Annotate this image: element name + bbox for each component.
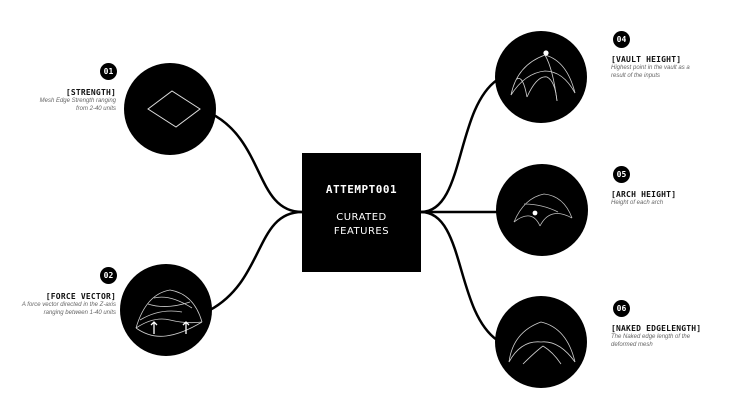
- feature-description: Highest point in the vault as a result o…: [611, 65, 690, 79]
- feature-title: [VAULT HEIGHT]: [611, 55, 682, 64]
- vault-height-thumbnail: [495, 31, 587, 123]
- center-box: ATTEMPT001 CURATED FEATURES: [302, 153, 421, 272]
- naked-edge-icon: [508, 321, 576, 365]
- force-vault-icon: [135, 289, 203, 337]
- feature-description: A force vector directed in the Z-axis ra…: [21, 302, 116, 316]
- feature-title: [STRENGTH]: [65, 88, 116, 97]
- arch-height-thumbnail: [496, 164, 588, 256]
- feature-description: Height of each arch: [611, 200, 664, 206]
- strength-thumbnail: [124, 63, 216, 155]
- feature-number-badge: 05: [613, 166, 630, 183]
- connector-vault-height: [420, 78, 498, 214]
- connector-naked-edgelength: [420, 210, 498, 342]
- feature-number-badge: 06: [613, 300, 630, 317]
- connector-strength: [209, 111, 303, 214]
- connector-force-vector: [209, 210, 303, 312]
- center-subtitle: CURATED FEATURES: [333, 212, 390, 237]
- vault-peak-icon: [510, 50, 576, 102]
- force-vector-thumbnail: [120, 264, 212, 356]
- feature-title: [NAKED EDGELENGTH]: [611, 324, 702, 333]
- feature-number-badge: 01: [100, 63, 117, 80]
- feature-title: [ARCH HEIGHT]: [611, 190, 677, 199]
- feature-number-badge: 02: [100, 267, 117, 284]
- feature-title: [FORCE VECTOR]: [45, 292, 116, 301]
- feature-description: Mesh Edge Strength ranging from 2-40 uni…: [39, 98, 116, 112]
- feature-number-badge: 04: [613, 31, 630, 48]
- naked-edgelength-thumbnail: [495, 296, 587, 388]
- arch-icon: [513, 193, 573, 227]
- center-title: ATTEMPT001: [325, 183, 398, 196]
- mesh-plane-icon: [147, 90, 201, 128]
- feature-description: The Naked edge length of the deformed me…: [611, 334, 691, 348]
